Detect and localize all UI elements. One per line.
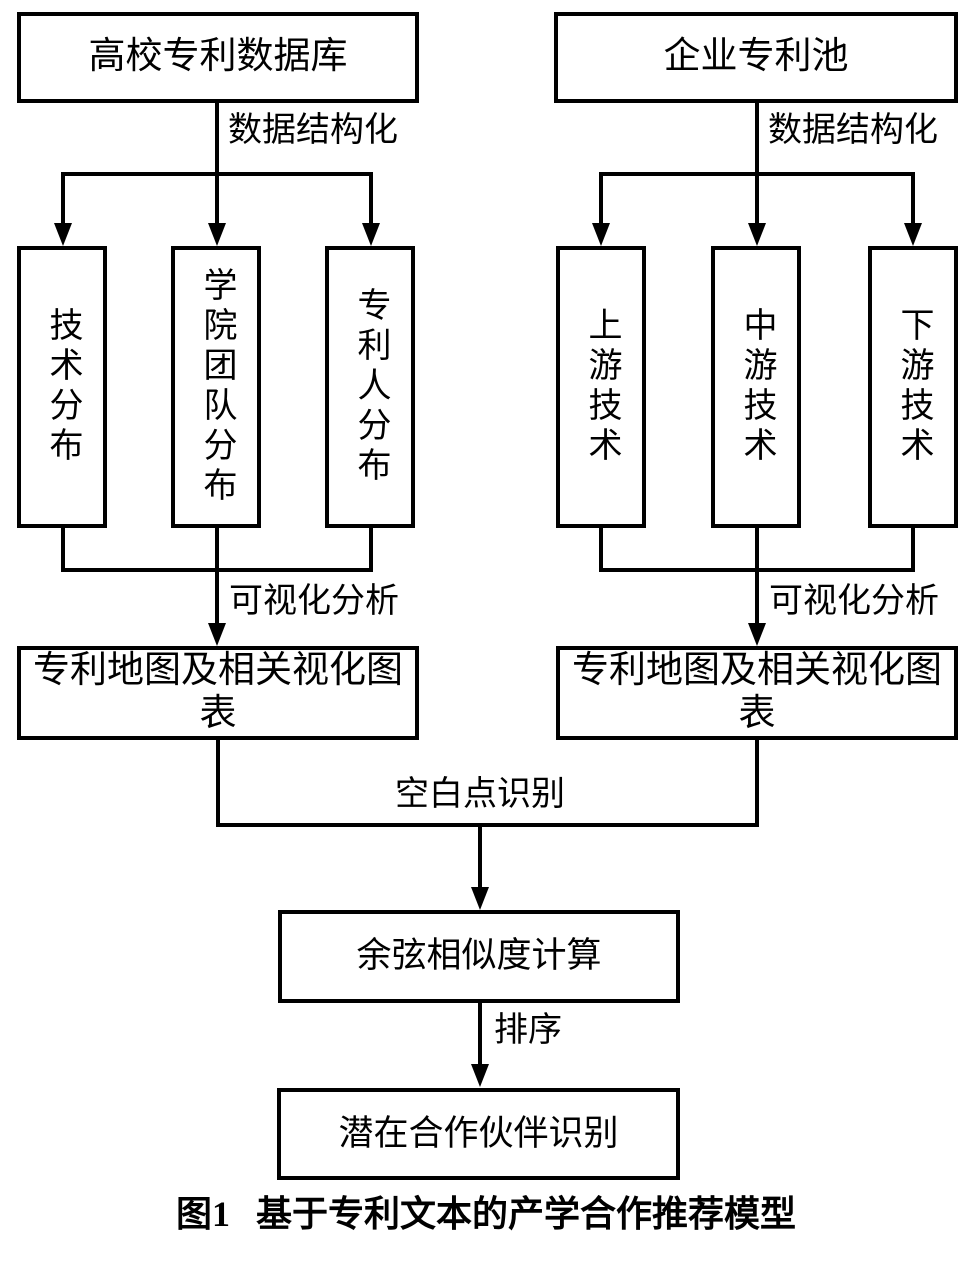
potential-partner-label: 潜在合作伙伴识别: [338, 1113, 619, 1153]
figure-caption: 图1 基于专利文本的产学合作推荐模型: [0, 1196, 972, 1232]
technology-distribution-box: 技术分布: [17, 246, 107, 528]
arrow-down-icon: [471, 887, 489, 910]
connector-left-branch3: [369, 172, 373, 226]
cosine-similarity-label: 余弦相似度计算: [356, 936, 602, 976]
college-team-distribution-label: 学院团队分布: [198, 267, 235, 507]
connector-right-analysis-down: [755, 568, 759, 626]
left-patent-map-label: 专利地图及相关视化图表: [33, 650, 403, 734]
connector-right-merge1: [599, 526, 603, 572]
arrow-down-icon: [362, 223, 380, 246]
downstream-technology-label: 下游技术: [895, 307, 932, 467]
technology-distribution-label: 技术分布: [44, 307, 81, 467]
midstream-technology-label: 中游技术: [738, 307, 775, 467]
midstream-technology-box: 中游技术: [711, 246, 801, 528]
upstream-technology-box: 上游技术: [556, 246, 646, 528]
connector-merge-left-down: [216, 740, 220, 827]
figure-number: 图1: [175, 1194, 230, 1234]
arrow-down-icon: [54, 223, 72, 246]
connector-right-source-down: [755, 99, 759, 176]
patentee-distribution-box: 专利人分布: [325, 246, 415, 528]
connector-left-analysis-down: [215, 568, 219, 626]
connector-right-branch3: [911, 172, 915, 226]
arrow-down-icon: [748, 623, 766, 646]
university-patent-database-label: 高校专利数据库: [88, 36, 348, 78]
right-patent-map-box: 专利地图及相关视化图表: [556, 646, 958, 740]
arrow-down-icon: [592, 223, 610, 246]
arrow-down-icon: [208, 223, 226, 246]
downstream-technology-box: 下游技术: [868, 246, 958, 528]
arrow-down-icon: [208, 623, 226, 646]
left-analysis-edge-label: 可视化分析: [229, 583, 399, 620]
enterprise-patent-pool-label: 企业专利池: [663, 36, 849, 78]
blank-point-edge-label: 空白点识别: [395, 776, 565, 813]
arrow-down-icon: [471, 1064, 489, 1087]
university-patent-database-box: 高校专利数据库: [17, 12, 419, 103]
connector-right-merge3: [911, 526, 915, 572]
connector-merge-right-down: [755, 740, 759, 827]
left-structuring-edge-label: 数据结构化: [228, 112, 398, 149]
connector-right-branch2: [755, 172, 759, 226]
potential-partner-box: 潜在合作伙伴识别: [277, 1088, 680, 1180]
left-patent-map-box: 专利地图及相关视化图表: [17, 646, 419, 740]
connector-left-merge3: [369, 526, 373, 572]
right-analysis-edge-label: 可视化分析: [769, 583, 939, 620]
enterprise-patent-pool-box: 企业专利池: [554, 12, 958, 103]
right-patent-map-label: 专利地图及相关视化图表: [572, 650, 942, 734]
upstream-technology-label: 上游技术: [583, 307, 620, 467]
arrow-down-icon: [748, 223, 766, 246]
connector-to-final: [478, 1001, 482, 1067]
sort-edge-label: 排序: [494, 1012, 562, 1049]
arrow-down-icon: [904, 223, 922, 246]
college-team-distribution-box: 学院团队分布: [171, 246, 261, 528]
connector-to-cosine: [478, 827, 482, 889]
connector-left-source-down: [215, 99, 219, 176]
connector-left-branch1: [61, 172, 65, 226]
patentee-distribution-label: 专利人分布: [352, 287, 389, 487]
connector-merge-bar: [216, 823, 759, 827]
right-structuring-edge-label: 数据结构化: [768, 112, 938, 149]
cosine-similarity-box: 余弦相似度计算: [278, 910, 680, 1003]
figure-title: 基于专利文本的产学合作推荐模型: [256, 1194, 797, 1234]
connector-right-branch1: [599, 172, 603, 226]
connector-left-merge1: [61, 526, 65, 572]
connector-left-branch2: [215, 172, 219, 226]
connector-left-merge2: [215, 526, 219, 572]
connector-right-merge2: [755, 526, 759, 572]
